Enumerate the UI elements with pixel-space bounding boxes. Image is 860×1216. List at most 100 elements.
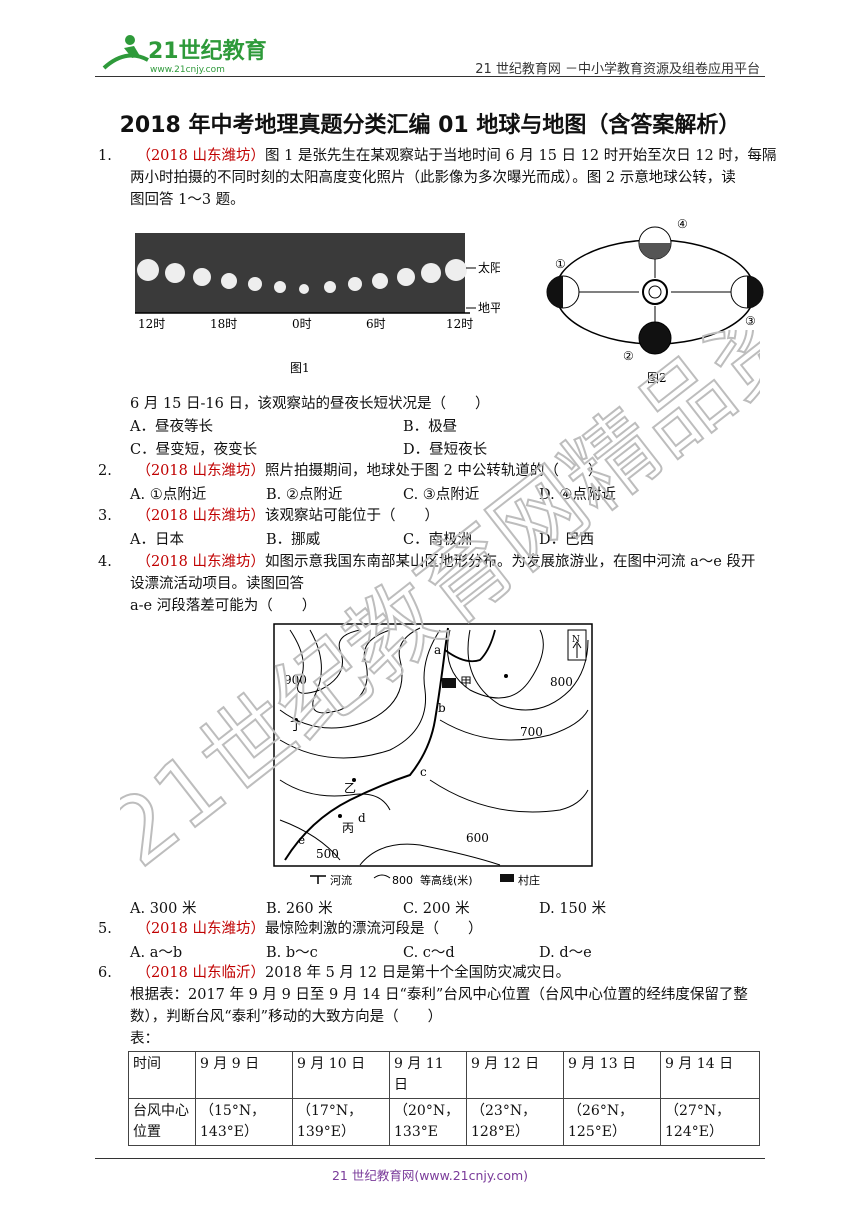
logo-url: www.21cnjy.com (150, 65, 225, 75)
question-text: 该观察站可能位于（ ） (264, 508, 439, 524)
option-d[interactable]: D. 150 米 (539, 901, 607, 917)
question-source: （2018 山东潍坊） (136, 148, 265, 164)
header-divider (95, 76, 765, 77)
table-cell: （26°N，125°E） (563, 1098, 661, 1146)
table-cell: （23°N，128°E） (466, 1098, 564, 1146)
option-b[interactable]: B. 260 米 (266, 901, 333, 917)
option-c[interactable]: C．昼变短，夜变长 (130, 442, 258, 458)
question-text: 最惊险刺激的漂流河段是（ ） (264, 921, 483, 937)
question-text: 2018 年 5 月 12 日是第十个全国防灾减灾日。 (264, 965, 571, 981)
place-label: c (420, 765, 427, 779)
question-text: 图 1 是张先生在某观察站于当地时间 6 月 15 日 12 时开始至次日 12… (264, 148, 777, 164)
table-header: 台风中心位置 (128, 1098, 196, 1146)
tick-label: 18时 (210, 317, 237, 331)
option-c[interactable]: C．南极洲 (403, 532, 473, 548)
question-2: 2. （2018 山东潍坊）照片拍摄期间，地球处于图 2 中公转轨道的（ ） (98, 460, 602, 482)
question-number: 5. (98, 921, 112, 937)
place-label: 丁 (290, 719, 302, 733)
option-d[interactable]: D．巴西 (539, 532, 595, 548)
question-4: 4. （2018 山东潍坊）如图示意我国东南部某山区地形分布。为发展旅游业，在图… (98, 551, 778, 617)
logo-text: 21世纪教育 (148, 38, 266, 64)
tick-label: 6时 (366, 317, 386, 331)
table-row: 时间 9 月 9 日 9 月 10 日 9 月 11 日 9 月 12 日 9 … (128, 1051, 760, 1099)
label-horizon: 地平线 (478, 301, 500, 315)
question-source: （2018 山东潍坊） (136, 554, 265, 570)
question-1-sub: 6 月 15 日-16 日，该观察站的昼夜长短状况是（ ） (130, 396, 490, 412)
table-cell: 9 月 13 日 (563, 1051, 661, 1099)
question-text: 设漂流活动项目。读图回答 (130, 576, 304, 592)
question-5: 5. （2018 山东潍坊）最惊险刺激的漂流河段是（ ） (98, 918, 482, 940)
option-a[interactable]: A. ①点附近 (130, 487, 207, 503)
option-a[interactable]: A. a～b (130, 945, 183, 961)
table-cell: 9 月 9 日 (195, 1051, 293, 1099)
place-label: d (358, 811, 366, 825)
typhoon-table: 时间 9 月 9 日 9 月 10 日 9 月 11 日 9 月 12 日 9 … (128, 1051, 760, 1146)
question-number: 1. (98, 148, 112, 164)
question-number: 3. (98, 508, 112, 524)
question-number: 6. (98, 965, 112, 981)
option-b[interactable]: B. ②点附近 (266, 487, 343, 503)
question-number: 4. (98, 554, 112, 570)
header-tagline: 21 世纪教育网 －中小学教育资源及组卷应用平台 (475, 62, 760, 77)
place-label: 丙 (342, 821, 354, 835)
table-row: 台风中心位置 （15°N，143°E） （17°N，139°E） （20°N，1… (128, 1098, 760, 1146)
option-b[interactable]: B．极昼 (403, 419, 458, 435)
option-b[interactable]: B．挪威 (266, 532, 321, 548)
option-a[interactable]: A. 300 米 (130, 901, 197, 917)
option-b[interactable]: B. b～c (266, 945, 318, 961)
legend-village: 村庄 (518, 873, 540, 887)
option-c[interactable]: C. ③点附近 (403, 487, 480, 503)
table-cell: 9 月 10 日 (292, 1051, 390, 1099)
contour-label: 600 (466, 831, 489, 845)
table-cell: （15°N，143°E） (195, 1098, 293, 1146)
orbit-point: ③ (745, 314, 756, 328)
place-label: 乙 (344, 781, 356, 795)
table-header: 时间 (128, 1051, 196, 1099)
contour-label: 500 (316, 847, 339, 861)
legend-contour-sample: 800 (392, 874, 413, 887)
site-logo: 21世纪教育 www.21cnjy.com (96, 28, 267, 78)
north-arrow-label: N (572, 635, 580, 645)
figure-caption: 图2 (647, 371, 667, 385)
page-title: 2018 年中考地理真题分类汇编 01 地球与地图（含答案解析） (119, 113, 741, 138)
table-cell: 9 月 14 日 (660, 1051, 760, 1099)
legend-river: 河流 (330, 873, 352, 887)
question-sub: a-e 河段落差可能为（ ） (130, 598, 317, 614)
table-cell: （27°N，124°E） (660, 1098, 760, 1146)
tick-label: 0时 (292, 317, 312, 331)
question-3: 3. （2018 山东潍坊）该观察站可能位于（ ） (98, 505, 439, 527)
table-cell: 9 月 11 日 (389, 1051, 467, 1099)
contour-label: 900 (284, 673, 307, 687)
tick-label: 12时 (446, 317, 473, 331)
option-a[interactable]: A．日本 (130, 532, 184, 548)
option-d[interactable]: D．昼短夜长 (403, 442, 488, 458)
option-a[interactable]: A．昼夜等长 (130, 419, 213, 435)
question-source: （2018 山东临沂） (136, 965, 265, 981)
place-label: e (298, 833, 305, 847)
question-1: 1. （2018 山东潍坊）图 1 是张先生在某观察站于当地时间 6 月 15 … (98, 145, 778, 211)
figure-2-orbit: ① ② ③ ④ 图2 (535, 210, 775, 390)
question-text: 根据表：2017 年 9 月 9 日至 9 月 14 日“泰利”台风中心位置（台… (130, 987, 748, 1003)
option-d[interactable]: D. ④点附近 (539, 487, 616, 503)
contour-label: 800 (550, 675, 573, 689)
figure-topographic-map: 900 800 700 600 500 甲 乙 丙 丁 a b c d e N … (270, 620, 600, 890)
orbit-point: ④ (677, 217, 688, 231)
figure-caption: 图1 (290, 361, 310, 375)
question-text: 两小时拍摄的不同时刻的太阳高度变化照片（此影像为多次曝光而成）。图 2 示意地球… (130, 170, 736, 186)
question-text: 如图示意我国东南部某山区地形分布。为发展旅游业，在图中河流 a～e 段开 (264, 554, 756, 570)
option-d[interactable]: D. d～e (539, 945, 592, 961)
place-label: a (434, 643, 441, 657)
question-text: 数），判断台风“泰利”移动的大致方向是（ ） (130, 1009, 443, 1025)
place-label: 甲 (460, 675, 472, 689)
contour-label: 700 (520, 725, 543, 739)
option-c[interactable]: C. 200 米 (403, 901, 470, 917)
label-sun: 太阳 (478, 260, 500, 275)
option-c[interactable]: C. c～d (403, 945, 455, 961)
question-source: （2018 山东潍坊） (136, 921, 265, 937)
table-cell: （17°N，139°E） (292, 1098, 390, 1146)
question-text: 照片拍摄期间，地球处于图 2 中公转轨道的（ ） (264, 463, 603, 479)
question-source: （2018 山东潍坊） (136, 463, 265, 479)
table-label: 表： (130, 1031, 159, 1047)
orbit-point: ② (623, 349, 634, 363)
question-number: 2. (98, 463, 112, 479)
